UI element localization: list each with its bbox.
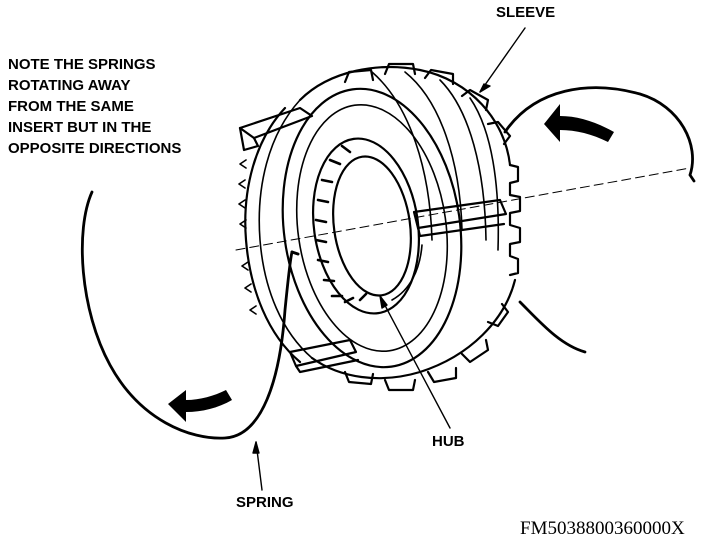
note-text: NOTE THE SPRINGS ROTATING AWAY FROM THE … <box>8 54 181 159</box>
center-axis <box>235 167 691 251</box>
note-line: NOTE THE SPRINGS <box>8 56 156 73</box>
insert-top <box>238 106 314 152</box>
sleeve-label: SLEEVE <box>496 4 556 21</box>
rotation-arrow-left-icon <box>168 390 232 422</box>
sleeve-back-rim <box>238 99 313 364</box>
figure-id: FM5038800360000X <box>520 518 685 539</box>
spring-left <box>80 190 294 440</box>
hub <box>311 137 423 315</box>
leader-hub <box>379 295 451 429</box>
spring-label: SPRING <box>236 494 294 511</box>
rotation-arrow-right-icon <box>544 104 614 142</box>
note-line: FROM THE SAME <box>8 98 134 115</box>
spring-right <box>503 86 696 354</box>
hub-label: HUB <box>432 433 465 450</box>
leader-sleeve <box>479 27 526 93</box>
leader-spring <box>252 441 263 491</box>
sleeve <box>298 62 522 392</box>
note-line: ROTATING AWAY <box>8 77 131 94</box>
insert-right <box>412 198 508 238</box>
note-line: INSERT BUT IN THE <box>8 119 152 136</box>
insert-bottom <box>288 338 360 374</box>
note-line: OPPOSITE DIRECTIONS <box>8 140 182 157</box>
